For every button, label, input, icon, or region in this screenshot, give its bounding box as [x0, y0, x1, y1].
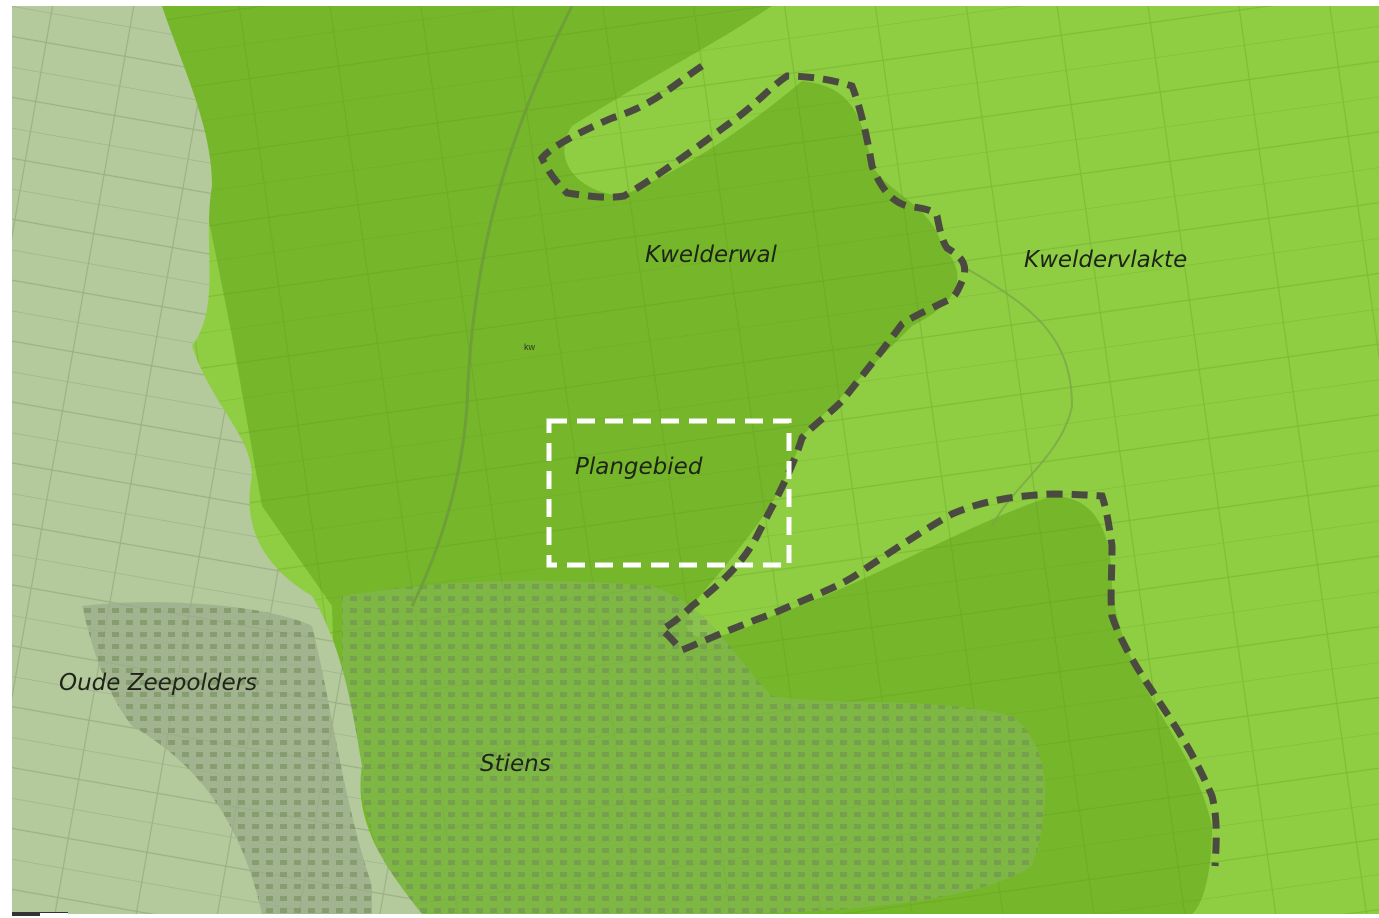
map-layers — [12, 6, 1379, 914]
label-kweldervlakte: Kweldervlakte — [1024, 247, 1188, 273]
label-plangebied: Plangebied — [575, 454, 703, 480]
scale-bar — [12, 912, 68, 917]
label-stiens: Stiens — [480, 751, 551, 777]
map-canvas[interactable]: Kwelderwal Kweldervlakte Plangebied Oude… — [12, 6, 1379, 914]
label-kwelderwal: Kwelderwal — [645, 242, 777, 268]
label-kw: kw — [524, 342, 535, 352]
kwelderwal-boundary-north — [537, 63, 1220, 867]
label-oude-zeepolders: Oude Zeepolders — [59, 670, 258, 696]
plangebied-outline[interactable] — [546, 418, 792, 568]
